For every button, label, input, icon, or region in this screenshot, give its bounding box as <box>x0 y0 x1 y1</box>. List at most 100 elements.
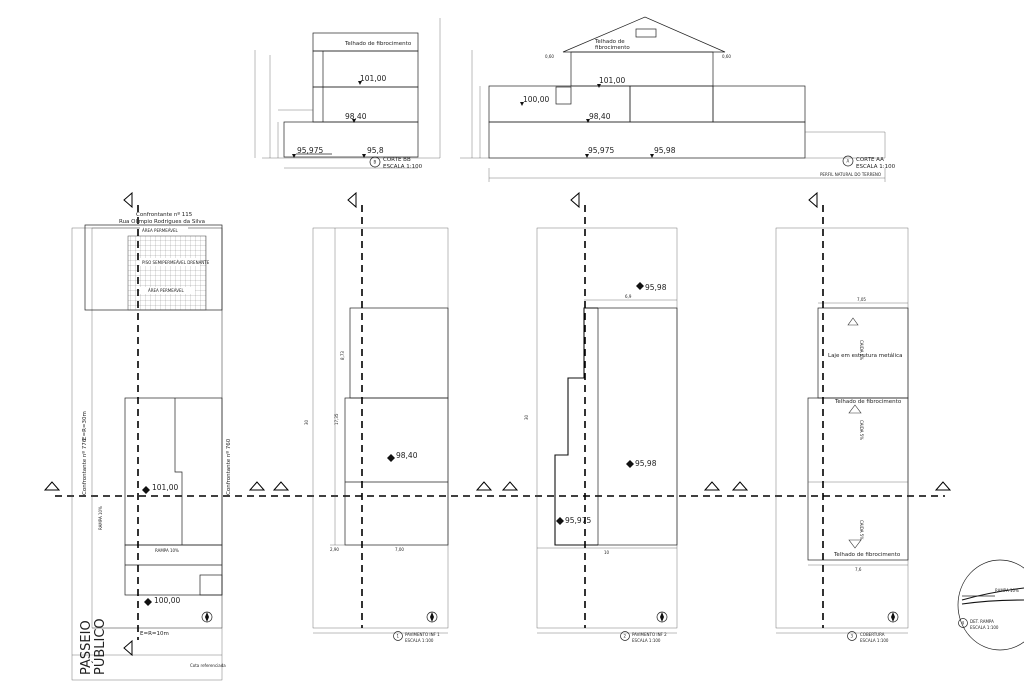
north-arrow-icon <box>891 612 895 622</box>
plan-floor-2-level-1: 95,98 <box>645 283 667 292</box>
section-bb: Telhado de fibrocimento 101,00 98,40 95,… <box>254 32 440 170</box>
roof-label-2: Telhado de fibrocimento <box>833 552 901 558</box>
section-aa-number: A <box>847 159 850 164</box>
cut-arrow-icon <box>731 481 749 491</box>
plan-roof-number-circle <box>847 631 857 641</box>
north-arrow-icon <box>660 612 664 622</box>
cut-arrow-icon <box>347 191 357 209</box>
reference-note: Cota referenciada <box>190 663 226 668</box>
cut-arrow-icon <box>248 481 266 491</box>
cut-arrow-icon <box>43 481 61 491</box>
cut-arrow-icon <box>272 481 290 491</box>
sidewalk-label-2: PÚBLICO <box>92 618 108 675</box>
plan-roof-title: COBERTURA <box>860 632 885 637</box>
plan-floor-1-lot <box>312 227 449 629</box>
cut-arrow-icon <box>570 191 580 209</box>
bottom-dim-label: E=R=10m <box>140 631 169 637</box>
drop-arrow-icon <box>847 317 859 326</box>
plan-floor-2-stepped-wall <box>554 307 598 546</box>
section-aa-level-2: 100,00 <box>523 95 549 104</box>
detail-number-circle <box>958 618 968 628</box>
level-marker-icon <box>556 517 564 525</box>
plan-floor-1-dim-width: 7,00 <box>395 547 404 552</box>
plan-ground: ÁREA PERMEÁVEL PISO SEMIPERMEÁVEL DRENAN… <box>71 211 232 681</box>
section-aa-orange-block <box>555 86 572 105</box>
section-bb-level-4: 95,8 <box>367 146 384 155</box>
plan-floor-2-number-circle <box>620 631 630 641</box>
cut-arrow-icon <box>808 191 818 209</box>
slab-label: Laje em estrutura metálica <box>828 352 902 359</box>
plan-floor-1-building <box>344 397 449 546</box>
detail-title: DET. RAMPA <box>970 619 994 624</box>
level-marker-icon <box>520 102 524 106</box>
plan-floor-1-scale: ESCALA 1:100 <box>405 638 434 643</box>
cut-arrow-icon <box>703 481 721 491</box>
plan-floor-2-title: PAVIMENTO INF 2 <box>632 632 667 637</box>
cut-arrow-icon <box>934 481 952 491</box>
section-aa-roof-label-2: fibrocimento <box>595 45 630 51</box>
section-aa-dim-right: 0,60 <box>722 54 731 59</box>
ramp-detail-circle <box>957 559 1024 651</box>
plan-floor-1-gray <box>349 307 449 399</box>
plan-floor-2-dim-top: 6,9 <box>625 294 632 299</box>
ramp-vertical-label: RAMPA 10% <box>98 506 103 530</box>
plan-floor-2: 10 6,9 30 95,98 95,98 95,975 2 PAVIMENTO… <box>524 227 678 643</box>
cut-arrow-icon <box>123 639 133 657</box>
section-bb-roof-label: Telhado de fibrocimento <box>344 41 412 47</box>
section-aa-roof <box>562 16 726 53</box>
drop-label-3: CAIDA 5% <box>859 520 864 540</box>
chimney <box>635 28 657 38</box>
plan-floor-2-dim-30: 30 <box>524 414 529 420</box>
plan-floor-2-level-2: 95,98 <box>635 459 657 468</box>
section-bb-lower-floor <box>283 121 419 158</box>
level-marker-icon <box>585 154 589 158</box>
section-bb-level-2: 98,40 <box>345 112 367 121</box>
plan-ground-level-2: 100,00 <box>154 596 180 605</box>
cut-arrow-icon <box>123 191 133 209</box>
plan-floor-2-level-3: 95,975 <box>565 516 591 525</box>
section-aa-scale: ESCALA 1:100 <box>856 164 896 170</box>
plan-floor-1-number: 1 <box>397 634 400 639</box>
section-aa-lower-floor <box>488 121 806 159</box>
ramp-detail: RAMPA 10% 4 DET. RAMPA ESCALA 1:100 <box>957 559 1024 651</box>
plan-ground-level-1: 101,00 <box>152 483 178 492</box>
section-aa-level-5: 95,98 <box>654 146 676 155</box>
level-marker-icon <box>144 598 152 606</box>
area-label-3: ÁREA PERMEÁVEL <box>148 288 184 293</box>
section-bb-number: B <box>374 160 377 165</box>
detail-scale: ESCALA 1:100 <box>970 625 999 630</box>
plan-floor-2-number: 2 <box>624 634 627 639</box>
level-marker-icon <box>292 154 296 158</box>
plan-floor-2-scale: ESCALA 1:100 <box>632 638 661 643</box>
plan-floor-1-dim-30: 30 <box>304 419 309 425</box>
section-aa-number-circle <box>842 155 854 167</box>
section-aa-roof-label-1: Telhado de <box>594 39 625 45</box>
drop-label-2: CAIDA 5% <box>859 420 864 440</box>
north-arrow-icon <box>205 612 209 622</box>
north-arrow-icon <box>430 612 434 622</box>
sidewalk-label-1: PASSEIO <box>79 620 94 675</box>
section-aa: Telhado de fibrocimento 0,60 0,60 101,00… <box>439 16 896 182</box>
ramp-orange-area <box>124 544 223 596</box>
ramp-notch <box>199 574 223 596</box>
level-marker-icon <box>650 154 654 158</box>
ramp-label-1: RAMPA 10% <box>155 548 179 553</box>
level-marker-icon <box>626 460 634 468</box>
section-bb-scale: ESCALA 1:100 <box>383 164 423 170</box>
plan-roof-lot <box>775 227 909 629</box>
level-marker-icon <box>597 84 601 88</box>
cut-line-aa <box>43 481 952 497</box>
roof-label-1: Telhado de fibrocimento <box>834 399 902 405</box>
neighbor-label-2: Rua Olímpio Rodrigues da Silva <box>119 218 205 225</box>
section-aa-level-1: 101,00 <box>599 76 625 85</box>
plan-floor-2-dim-width: 10 <box>604 550 610 555</box>
cut-arrow-icon <box>475 481 493 491</box>
level-marker-icon <box>387 454 395 462</box>
cut-arrow-icon <box>501 481 519 491</box>
drop-arrow-icon <box>848 539 862 549</box>
ramp-detail-label: RAMPA 10% <box>995 588 1019 593</box>
plan-floor-1-level: 98,40 <box>396 451 418 460</box>
terrain-profile-label: PERFIL NATURAL DO TERRENO <box>820 172 881 177</box>
plan-floor-1-number-circle <box>393 631 403 641</box>
drop-arrow-icon <box>848 404 862 414</box>
